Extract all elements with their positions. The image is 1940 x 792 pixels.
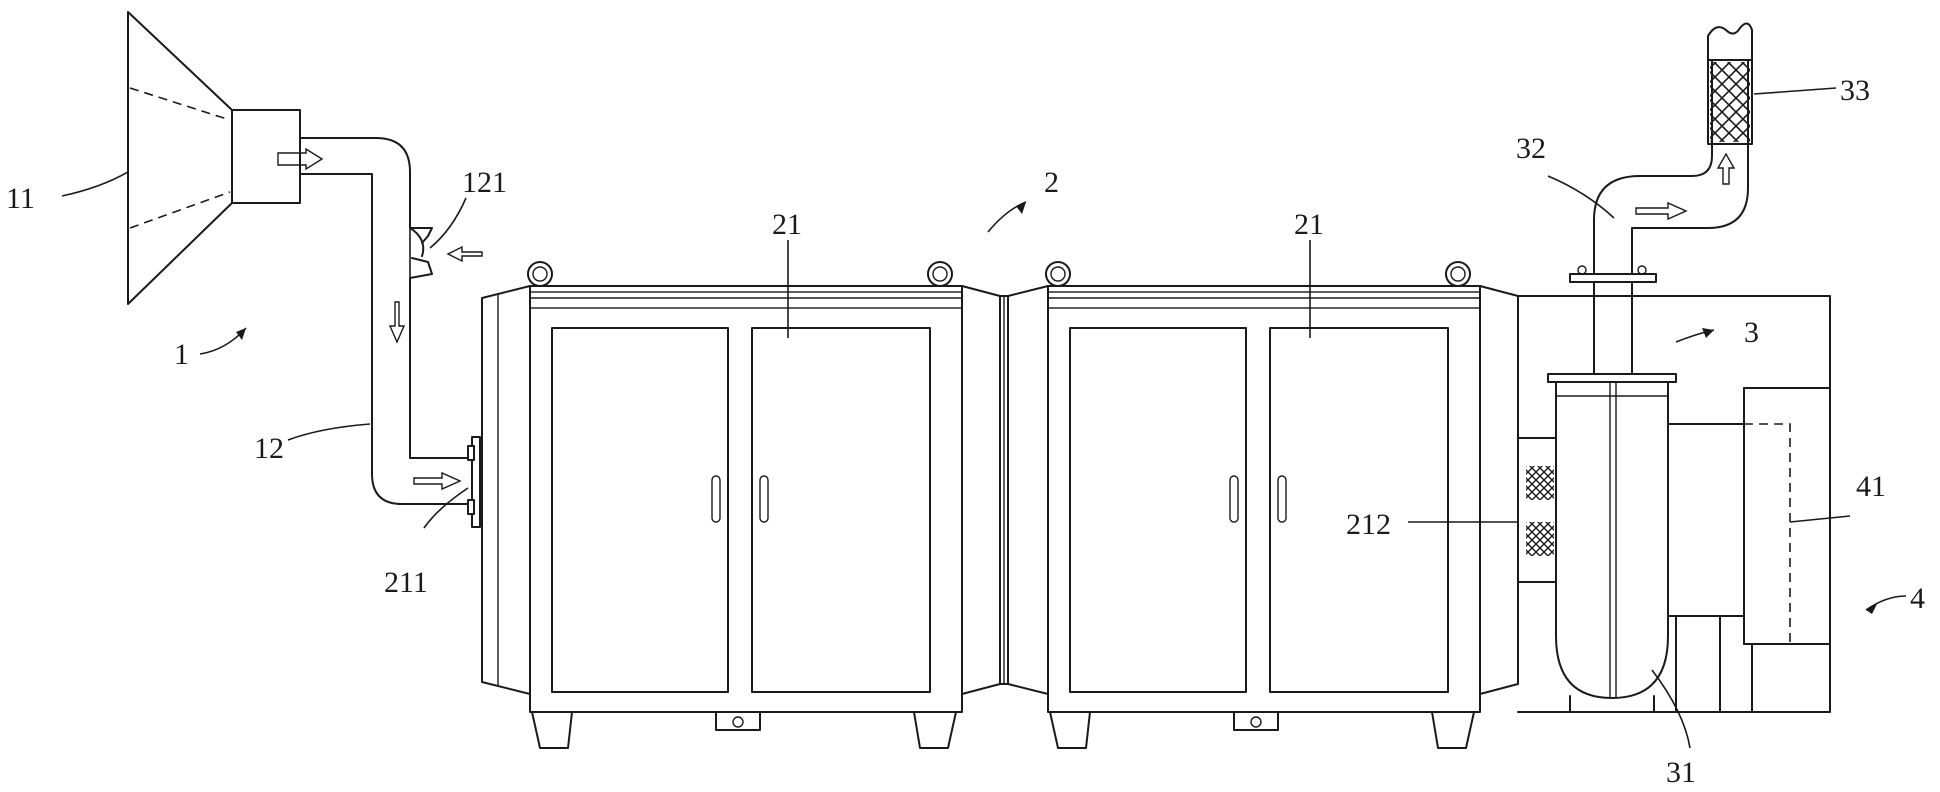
collection-hood — [127, 11, 301, 305]
flow-arrows — [277, 147, 1736, 491]
cyclone-separator — [1547, 373, 1677, 713]
label-212: 212 — [1346, 508, 1391, 541]
label-12: 12 — [254, 432, 284, 465]
purifier-unit-b — [1045, 261, 1519, 749]
unit-connector — [999, 285, 1049, 695]
outlet-grille — [1517, 437, 1561, 583]
suction-duct — [299, 137, 481, 528]
reference-labels: 11 1 12 121 211 2 21 21 212 3 32 33 41 4… — [6, 74, 1925, 789]
label-211: 211 — [384, 566, 428, 599]
label-11: 11 — [6, 182, 35, 215]
label-21a: 21 — [772, 208, 802, 241]
label-41: 41 — [1856, 470, 1886, 503]
label-2: 2 — [1044, 166, 1059, 199]
label-32: 32 — [1516, 132, 1546, 165]
label-1: 1 — [174, 338, 189, 371]
label-3: 3 — [1744, 316, 1759, 349]
label-121: 121 — [462, 166, 507, 199]
leader-arrowheads — [236, 202, 1878, 614]
label-4: 4 — [1910, 582, 1925, 615]
label-33: 33 — [1840, 74, 1870, 107]
label-21b: 21 — [1294, 208, 1324, 241]
label-31: 31 — [1666, 756, 1696, 789]
purifier-unit-a — [481, 261, 1001, 749]
exhaust-filter — [1707, 22, 1753, 145]
